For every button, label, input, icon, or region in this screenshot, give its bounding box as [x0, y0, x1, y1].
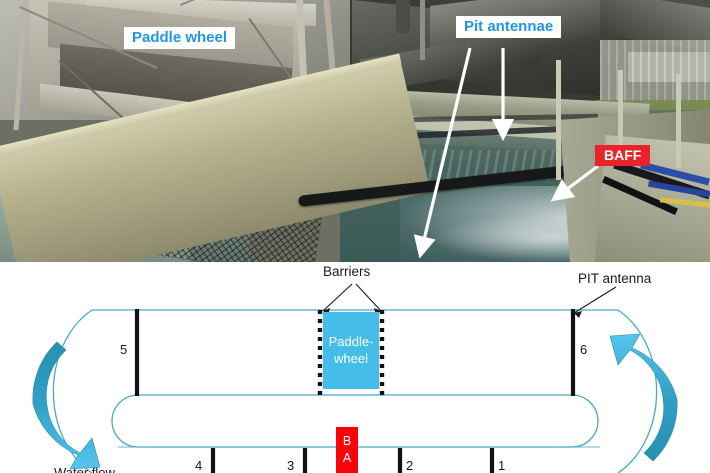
water-flow-label: Water flow [54, 465, 115, 473]
baff-box-line1: B [342, 434, 352, 449]
antenna-number-5: 5 [120, 342, 128, 357]
pit-antenna-label: PIT antenna [578, 271, 652, 286]
antenna-number-6: 6 [580, 342, 588, 357]
paddlewheel-label-line2: wheel [334, 350, 368, 366]
baff-box-line2: A [342, 451, 352, 465]
fence-post-1 [556, 60, 561, 180]
paddlewheel-label-line1: Paddle- [328, 334, 374, 350]
raceway-schematic [32, 283, 678, 473]
photo-label-baff: BAFF [595, 145, 651, 167]
overhead-post [420, 0, 425, 60]
photo-label-pit-antennae: Pit antennae [456, 16, 562, 39]
antenna-number-4: 4 [195, 458, 203, 473]
baff-box: B A [336, 427, 358, 473]
photo-label-paddle-wheel: Paddle wheel [124, 27, 236, 50]
antenna-number-3: 3 [287, 458, 295, 473]
antenna-number-1: 1 [498, 458, 506, 473]
paddlewheel-box: Paddle- wheel [323, 312, 379, 389]
photo-panel: Paddle wheel Pit antennae BAFF [0, 0, 710, 262]
overhead-hanging-fixture [396, 0, 410, 34]
barriers-label: Barriers [323, 264, 371, 279]
schematic-panel: Barriers PIT antenna Paddle- wheel B A 5… [0, 262, 710, 473]
antenna-number-2: 2 [406, 458, 414, 473]
fence-post-3 [676, 74, 681, 168]
fence-post-2 [618, 70, 623, 170]
